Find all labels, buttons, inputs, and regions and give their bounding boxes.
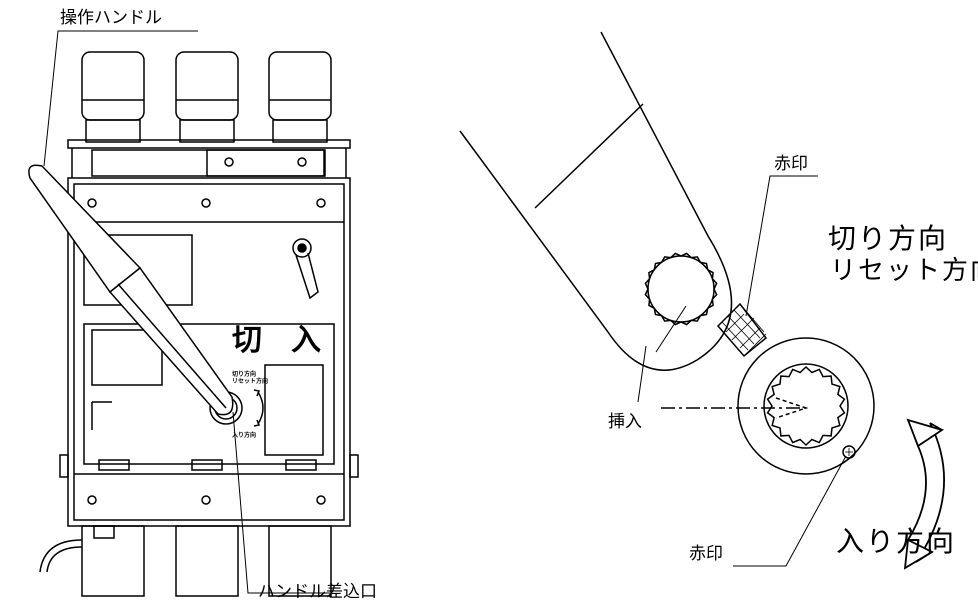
- callout-operating-handle: 操作ハンドル: [60, 8, 162, 28]
- tiny-label-reset-direction: リセット方向: [232, 378, 269, 385]
- red-mark-leader-top: [745, 175, 818, 317]
- callout-handle-socket: ハンドル差込口: [258, 582, 377, 602]
- panel-label-off: 切: [232, 323, 262, 358]
- gear-teeth: [644, 252, 718, 326]
- top-terminal-caps: [81, 51, 332, 143]
- label-off-direction: 切り方向: [828, 222, 949, 255]
- socket-gear: [763, 363, 849, 449]
- breaker-front-view: [28, 30, 359, 597]
- top-rail: [67, 139, 351, 178]
- label-on-direction: 入り方向: [836, 525, 957, 558]
- red-mark-handle: [716, 302, 768, 358]
- label-reset-direction: リセット方向: [830, 256, 978, 286]
- tiny-label-on-direction: 入り方向: [232, 432, 257, 439]
- red-mark-leader-bottom: [733, 455, 847, 567]
- gear-teeth: [766, 365, 846, 447]
- socket-outer-ring: [737, 337, 875, 475]
- body-screws: [87, 198, 326, 505]
- indicator-window: [264, 364, 324, 456]
- handle-tip-outline: [459, 31, 733, 371]
- socket-closeup: [459, 31, 945, 570]
- operation-panel: [83, 323, 335, 465]
- label-red-mark-bottom: 赤印: [689, 544, 723, 564]
- wire: [39, 539, 83, 573]
- tiny-direction-arrow: [257, 391, 264, 425]
- trip-lever-indicator: [292, 238, 319, 300]
- callout-leaders: [43, 30, 330, 594]
- label-insert: 挿入: [608, 412, 642, 432]
- panel-label-on: 入: [291, 323, 321, 358]
- bottom-terminals: [81, 525, 332, 597]
- handle-gear: [644, 252, 718, 326]
- operating-handle-shape[interactable]: [28, 164, 234, 416]
- label-red-mark-top: 赤印: [774, 154, 808, 174]
- rotation-arrow[interactable]: [903, 418, 945, 570]
- red-mark-socket: [842, 445, 856, 459]
- tiny-label-off-direction: 切り方向: [232, 371, 257, 378]
- handle-marking-line: [534, 103, 644, 209]
